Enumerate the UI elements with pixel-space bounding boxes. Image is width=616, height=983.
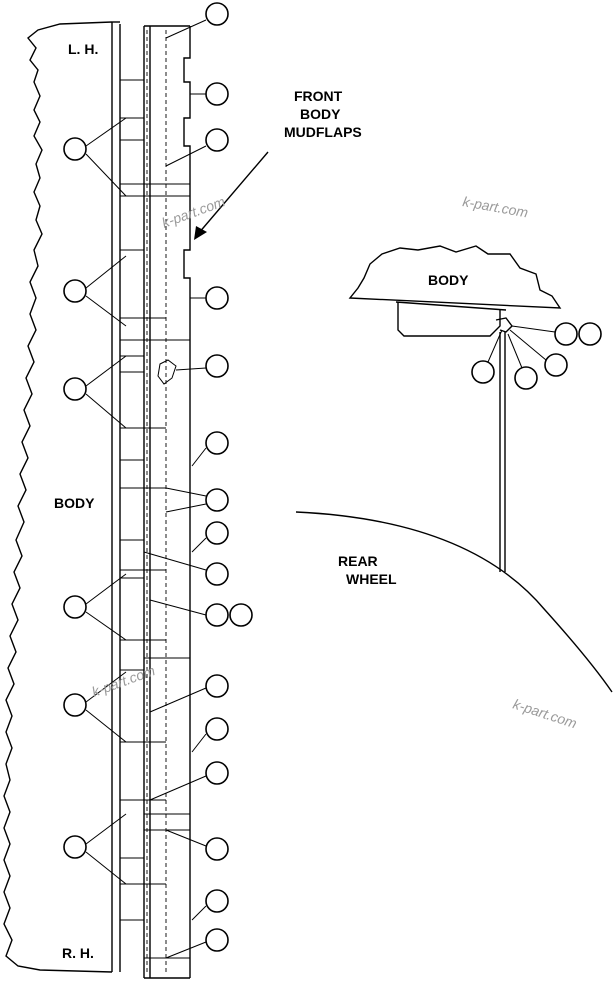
- rear-wheel-arc: [295, 511, 613, 693]
- label-wheel: WHEEL: [346, 571, 397, 587]
- mudflap-profile: [183, 26, 191, 978]
- callout-circle: [205, 717, 229, 741]
- callout-circle: [205, 488, 229, 512]
- callout-circle: [63, 835, 87, 859]
- callout-circle: [63, 693, 87, 717]
- callout-circle: [205, 837, 229, 861]
- label-front-line1: FRONT: [294, 88, 343, 104]
- label-body-detail: BODY: [428, 272, 469, 288]
- callout-circle: [205, 889, 229, 913]
- callout-circle: [471, 360, 495, 384]
- label-lh: L. H.: [68, 41, 98, 57]
- callout-circle: [229, 603, 253, 627]
- mudflap-arrow-line: [197, 151, 269, 235]
- callout-circle: [205, 761, 229, 785]
- mudflap-arrow-head: [194, 226, 207, 240]
- callout-circle: [205, 2, 229, 26]
- callout-circle: [205, 928, 229, 952]
- label-rear: REAR: [338, 553, 378, 569]
- callout-circle: [554, 322, 578, 346]
- body-section-detail: [348, 245, 602, 572]
- callout-circle: [205, 521, 229, 545]
- callout-circle: [205, 82, 229, 106]
- body-break-edge: [3, 21, 113, 973]
- label-rh: R. H.: [62, 945, 94, 961]
- callout-circle: [205, 603, 229, 627]
- callout-circle: [544, 353, 568, 377]
- callout-circle: [578, 322, 602, 346]
- label-front-line2: BODY: [300, 106, 341, 122]
- callout-circle: [205, 354, 229, 378]
- callout-circle: [205, 286, 229, 310]
- callout-circle: [63, 595, 87, 619]
- callout-circle: [63, 279, 87, 303]
- callout-circle: [63, 377, 87, 401]
- mudflap-sections: [120, 79, 190, 959]
- callouts-left: [63, 2, 253, 959]
- callout-circle: [205, 674, 229, 698]
- callout-circle: [514, 366, 538, 390]
- callout-circle: [63, 137, 87, 161]
- callout-circle: [205, 128, 229, 152]
- watermark: k-part.com: [511, 696, 579, 732]
- label-body-left: BODY: [54, 495, 95, 511]
- callout-circle: [205, 431, 229, 455]
- callout-circle: [205, 562, 229, 586]
- watermark: k-part.com: [461, 193, 529, 220]
- label-front-line3: MUDFLAPS: [284, 124, 362, 140]
- watermark: k-part.com: [90, 662, 158, 700]
